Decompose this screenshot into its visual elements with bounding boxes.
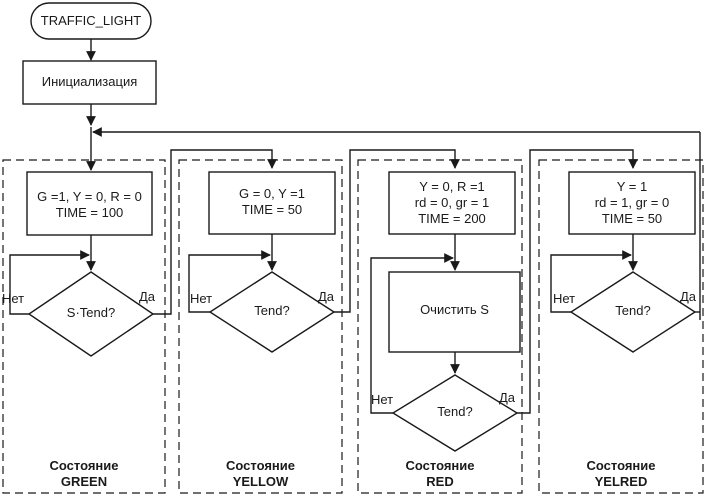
green-decision [27,271,155,357]
red-clear-label: Очистить S [420,302,489,317]
green-action-line-1: G =1, Y = 0, R = 0 [37,189,142,204]
red-action-line-2: rd = 0, gr = 1 [414,195,490,210]
red-caption-1: Состояние [405,458,475,473]
state-yellow-frame [178,159,343,494]
yelred-yes-label: Да [680,289,697,304]
green-action-line-2: TIME = 100 [55,205,124,220]
yelred-action-line-1: Y = 1 [616,179,648,194]
green-caption-2: GREEN [60,474,108,489]
red-action-line-3: TIME = 200 [418,211,486,226]
yelred-decision-label: Tend? [615,303,651,318]
green-decision-label: S·Tend? [66,305,116,320]
yellow-action-line-2: TIME = 50 [241,202,303,217]
yelred-caption-1: Состояние [586,458,656,473]
yellow-caption-2: YELLOW [232,474,289,489]
yelred-action-line-3: TIME = 50 [601,211,663,226]
init-box [22,60,157,105]
yelred-no-label: Нет [553,291,576,306]
green-yes-label: Да [139,289,156,304]
state-green-frame [2,159,166,494]
yellow-decision [208,271,336,353]
red-no-label: Нет [371,392,394,407]
init-label: Инициализация [41,74,138,89]
yellow-action-line-1: G = 0, Y =1 [238,186,305,201]
green-action-box [26,171,153,236]
green-caption-1: Состояние [49,458,119,473]
red-decision [391,374,519,452]
yelred-action-box [568,171,696,235]
red-yes-label: Да [499,390,516,405]
yelred-action-line-2: rd = 1, gr = 0 [594,195,670,210]
red-caption-2: RED [426,474,454,489]
yellow-caption-1: Состояние [225,458,295,473]
yellow-yes-label: Да [318,289,335,304]
yellow-no-label: Нет [190,291,213,306]
red-decision-label: Tend? [437,404,473,419]
start-label: TRAFFIC_LIGHT [40,13,142,28]
yelred-decision [569,271,697,353]
red-action-box [388,171,516,235]
state-yelred-frame [538,159,704,494]
yellow-decision-label: Tend? [254,303,290,318]
red-action-line-1: Y = 0, R =1 [419,179,485,194]
green-no-label: Нет [2,291,25,306]
yelred-caption-2: YELRED [594,474,648,489]
state-red-frame [357,159,523,494]
